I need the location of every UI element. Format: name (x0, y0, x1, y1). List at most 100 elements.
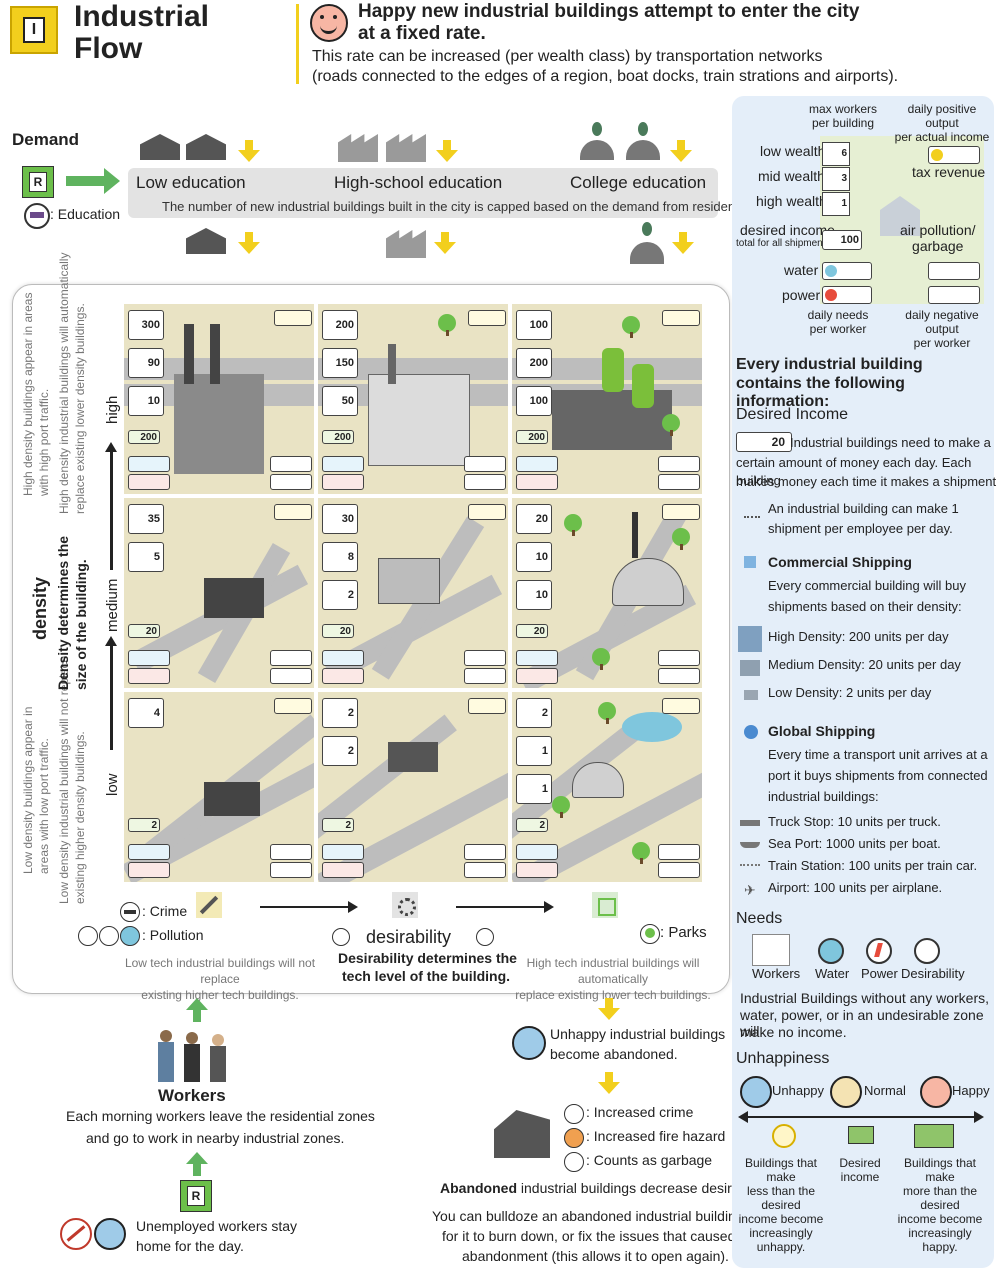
truck-icon (740, 820, 760, 826)
subline-1: This rate can be increased (per wealth c… (312, 48, 823, 65)
wrench-icon (196, 892, 222, 918)
tax-output-meter (468, 698, 506, 714)
coin-icon (772, 1124, 796, 1148)
yellow-down-arrow (670, 140, 692, 162)
unhappy-label: Unhappy (772, 1083, 825, 1098)
airplane-icon: ✈ (744, 882, 756, 898)
global-text-2: port it buys shipments from connected (768, 768, 988, 783)
factory-building (204, 578, 264, 618)
tax-output-meter (274, 698, 312, 714)
legend-water: water (784, 262, 819, 278)
desirability-sub1: Desirability determines the (338, 950, 517, 966)
worker-count-chip: 100 (516, 386, 552, 416)
pollution-output-meter (658, 456, 700, 472)
commercial-title: Commercial Shipping (768, 554, 912, 570)
water-pollution-icon (120, 926, 140, 946)
demand-cap-note: The number of new industrial buildings b… (162, 199, 749, 214)
demand-high-school: High-school education (334, 173, 503, 192)
demand-label: Demand (12, 130, 80, 149)
income-text-3: makes money each time it makes a shipmen… (736, 474, 997, 489)
factory-building (174, 374, 264, 474)
radar-dome-icon (578, 122, 616, 162)
density-axis-arrow (110, 640, 113, 750)
worker-count-chip: 35 (128, 504, 164, 534)
badge-inner: I (23, 17, 45, 43)
global-text-1: Every time a transport unit arrives at a (768, 747, 988, 762)
income-chip: 200 (128, 430, 160, 444)
house-icon (140, 134, 180, 160)
cash-stack-icon (914, 1124, 954, 1148)
airport-text: Airport: 100 units per airplane. (768, 880, 943, 895)
legend-worker-chip-mid: 3 (822, 167, 850, 191)
legend-desired-income: desired income (740, 222, 835, 238)
boat-icon (740, 842, 760, 848)
medium-density-icon (740, 660, 760, 676)
parks-label: : Parks (660, 924, 707, 941)
happy-label: Happy (952, 1083, 990, 1098)
education-label: : Education (50, 206, 121, 222)
tower (632, 512, 638, 558)
normal-label: Normal (864, 1083, 906, 1098)
unhappy-face-icon (94, 1218, 126, 1250)
medium-density-text: Medium Density: 20 units per day (768, 657, 961, 672)
density-axis-arrow (110, 450, 113, 570)
worker-count-chip: 300 (128, 310, 164, 340)
worker-count-chip: 10 (516, 580, 552, 610)
warehouse-building (552, 390, 672, 450)
unemployed-text-2: home for the day. (136, 1238, 244, 1254)
dome-building (612, 558, 684, 606)
tax-output-meter (274, 504, 312, 520)
pollution-meter (928, 262, 980, 280)
row-label-low: low (104, 773, 121, 796)
abandon-fire: : Increased fire hazard (586, 1128, 726, 1144)
worker-count-chip: 4 (128, 698, 164, 728)
tree-icon (552, 796, 570, 818)
low-density-note: Low density buildings appear in areas wi… (21, 706, 51, 874)
worker-count-chip: 90 (128, 348, 164, 378)
worker-count-chip: 50 (322, 386, 358, 416)
education-icon (24, 203, 50, 229)
parks-icon (640, 924, 660, 944)
worker-count-chip: 1 (516, 736, 552, 766)
density-subtitle: Density determines the size of the build… (55, 535, 89, 690)
abandon-decrease: Abandoned industrial buildings decrease … (440, 1180, 771, 1196)
factory-building (368, 374, 470, 466)
yellow-down-arrow (434, 232, 456, 254)
tree-icon (438, 314, 456, 336)
unhappiness-title: Unhappiness (736, 1050, 830, 1067)
demand-low-education: Low education (136, 173, 246, 192)
worker-count-chip: 2 (516, 698, 552, 728)
needs-label-workers: Workers (752, 966, 801, 981)
cash-icon (848, 1126, 874, 1144)
income-chip: 20 (516, 624, 548, 638)
tree-icon (672, 528, 690, 550)
worker-count-chip: 10 (128, 386, 164, 416)
water-need-meter (516, 456, 558, 472)
needs-label-power: Power (861, 966, 898, 981)
info-heading-1: Every industrial building (736, 356, 923, 373)
info-heading-2: contains the following information: (736, 375, 905, 410)
worker-count-chip: 8 (322, 542, 358, 572)
workers-figures (156, 1030, 232, 1084)
no-income-icon (60, 1218, 92, 1250)
pollution-output-meter (658, 650, 700, 666)
desirability-need-icon (914, 938, 940, 964)
tree-icon (592, 648, 610, 670)
garbage-output-meter (658, 474, 700, 490)
bulldoze-3: abandonment (this allows it to open agai… (462, 1248, 729, 1264)
power-need-icon (866, 938, 892, 964)
water-need-meter (322, 844, 364, 860)
needs-text-2: water, power, or in an undesirable zone … (740, 1007, 984, 1039)
commercial-text-1: Every commercial building will buy (768, 578, 966, 593)
density-title: density (30, 576, 50, 640)
yellow-down-arrow (238, 232, 260, 254)
worker-count-chip: 200 (516, 348, 552, 378)
water-need-icon (818, 938, 844, 964)
happiness-scale-line (744, 1116, 976, 1118)
power-need-meter (516, 862, 558, 878)
page-title-line1: Industrial (74, 0, 210, 33)
headline-line2: at a fixed rate. (358, 23, 486, 44)
crime-icon (564, 1104, 584, 1124)
